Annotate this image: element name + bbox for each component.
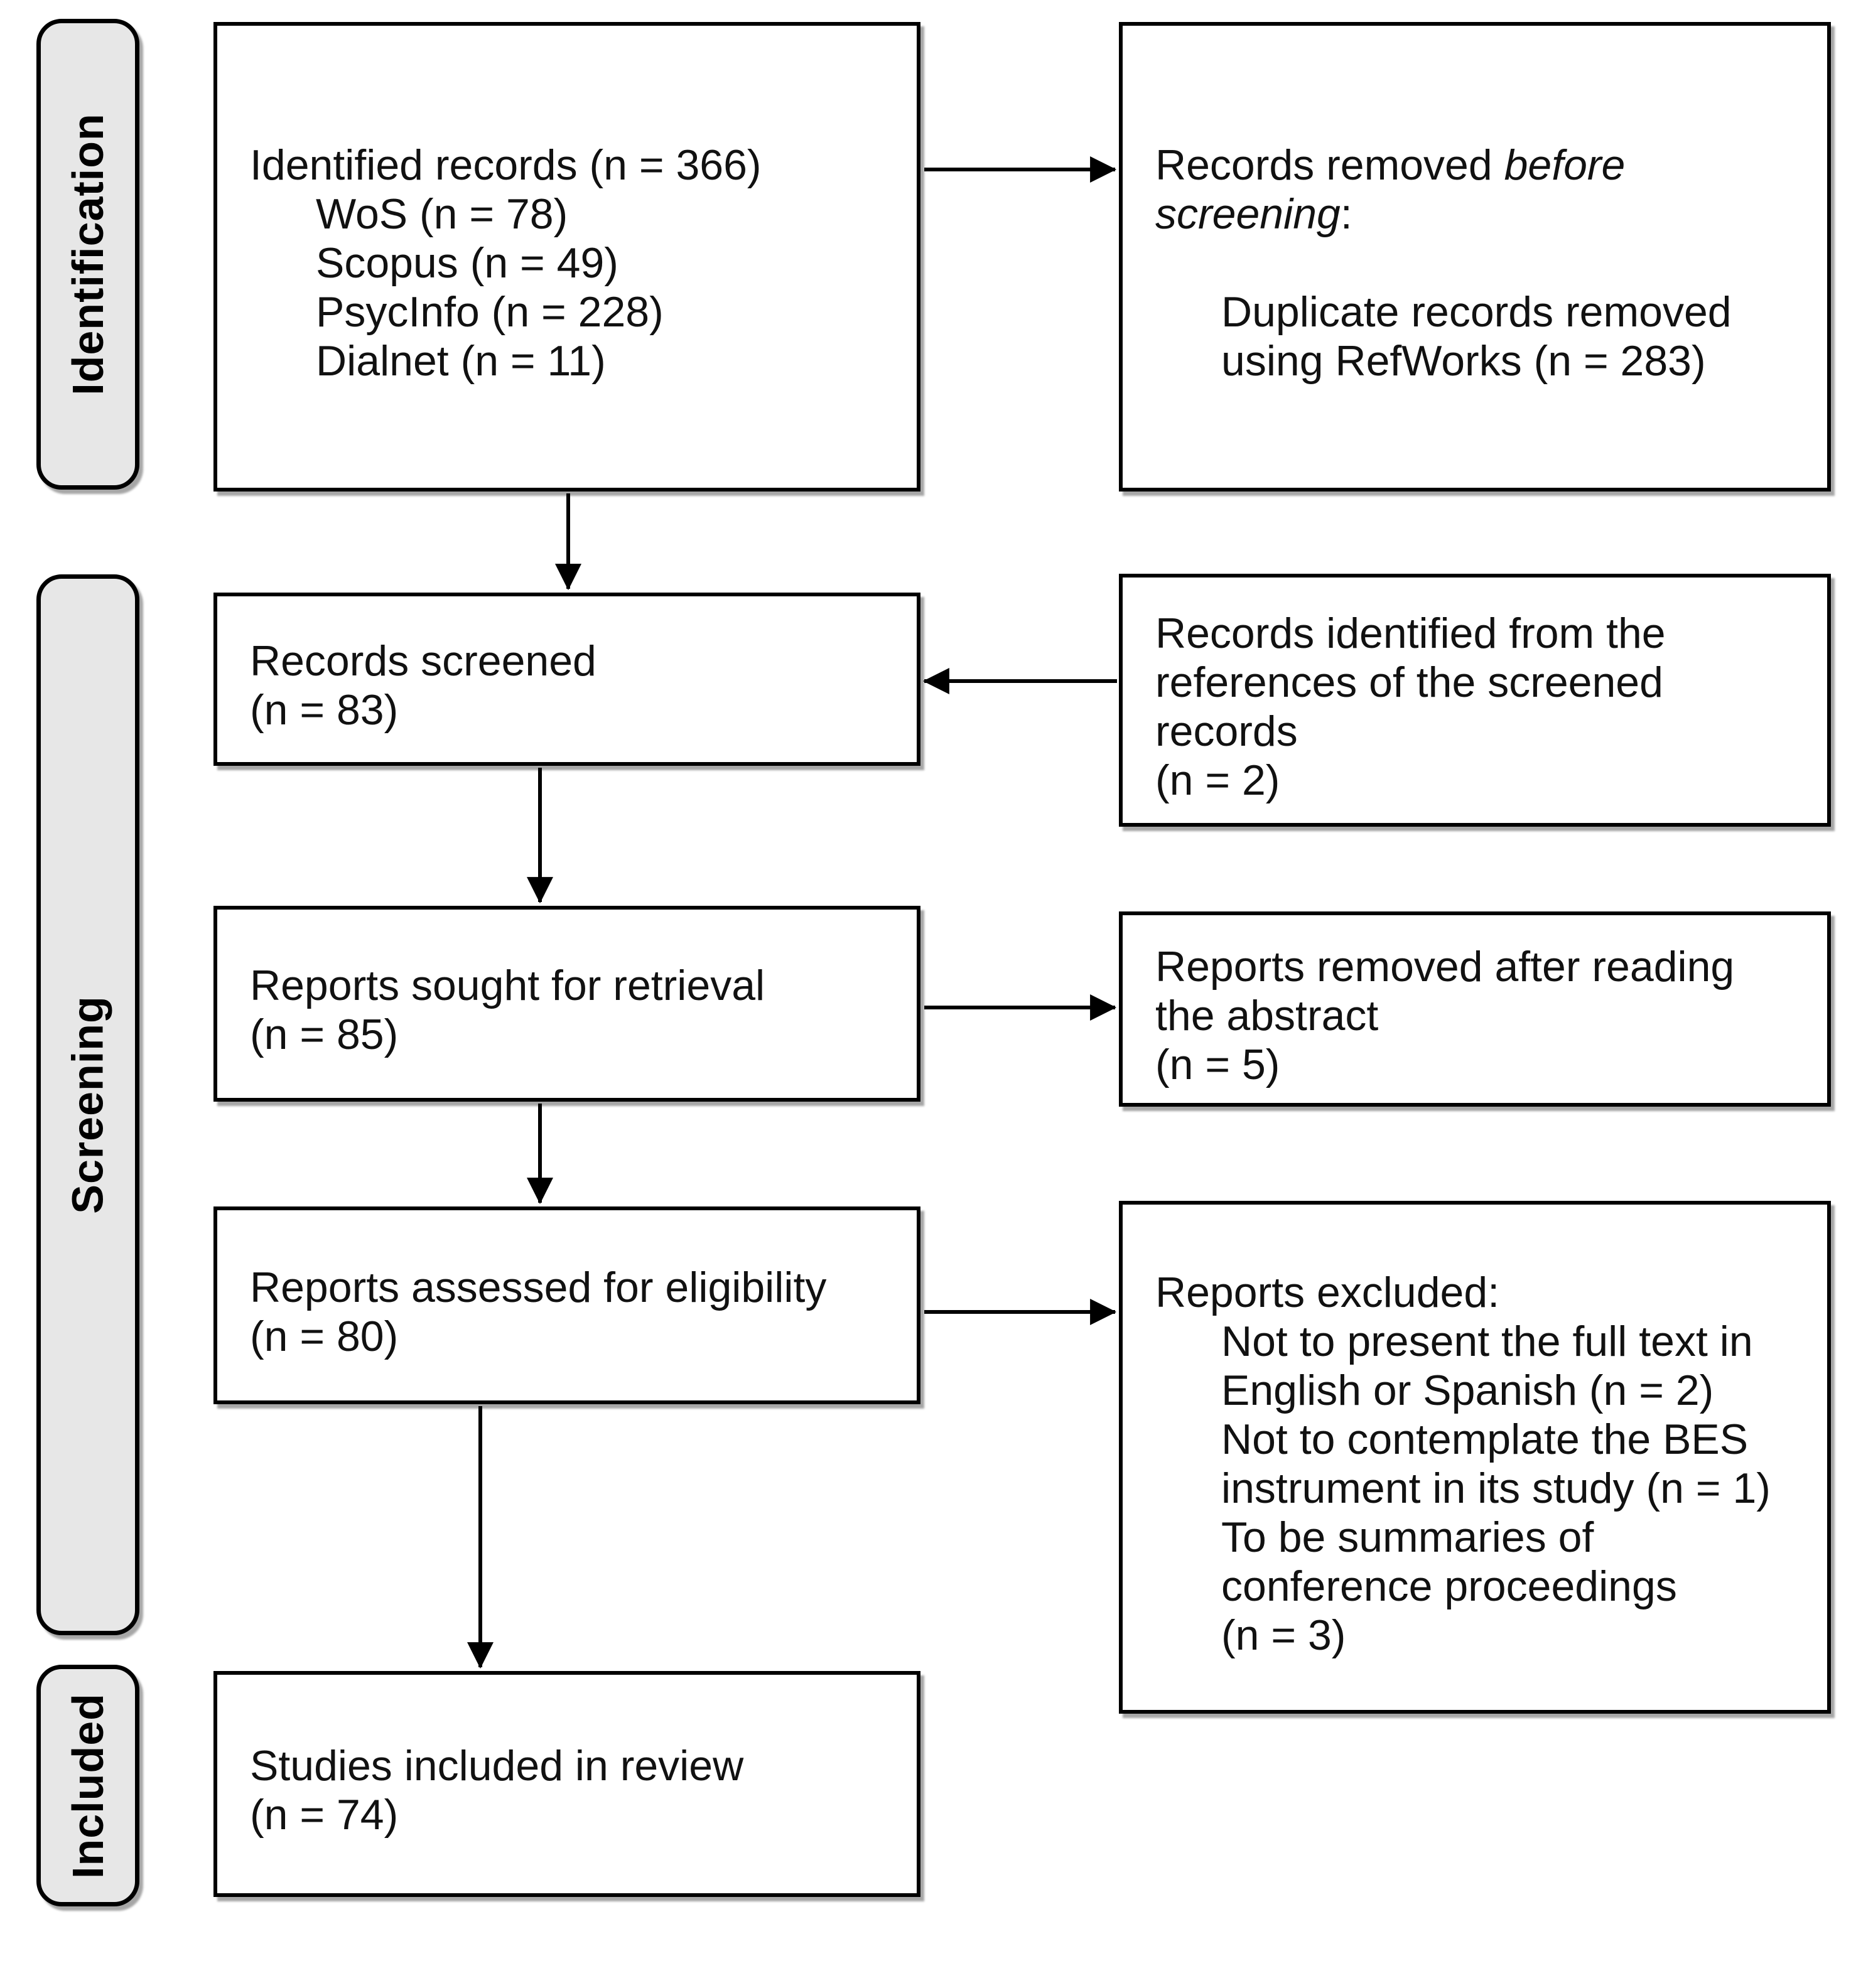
box-text-line: Reports assessed for eligibility xyxy=(250,1263,899,1312)
box-text-line: Not to contemplate the BES xyxy=(1155,1415,1810,1464)
text-segment: (n = 5) xyxy=(1155,1040,1280,1088)
box-text-line: references of the screened xyxy=(1155,658,1810,707)
text-segment: Records screened xyxy=(250,637,596,685)
box-text-line: To be summaries of xyxy=(1155,1513,1810,1562)
text-segment: Identified records (n = 366) xyxy=(250,141,762,189)
box-text-line xyxy=(1155,239,1810,287)
text-segment: Scopus (n = 49) xyxy=(316,239,618,287)
text-segment: WoS (n = 78) xyxy=(316,190,568,238)
box-text-line: Records screened xyxy=(250,637,899,685)
text-segment: : xyxy=(1340,190,1352,238)
text-segment: using RefWorks (n = 283) xyxy=(1221,337,1706,385)
text-segment: records xyxy=(1155,707,1298,755)
box-text-line: (n = 2) xyxy=(1155,756,1810,805)
italic-text-segment: before xyxy=(1504,141,1626,189)
box-text-line: Reports excluded: xyxy=(1155,1268,1810,1317)
stage-label-included: Included xyxy=(36,1665,139,1906)
text-segment: English or Spanish (n = 2) xyxy=(1221,1366,1714,1414)
box-text-line: Not to present the full text in xyxy=(1155,1317,1810,1366)
stage-label-included-text: Included xyxy=(63,1692,113,1879)
box-text-line: Records removed before xyxy=(1155,141,1810,190)
box-text-line: Studies included in review xyxy=(250,1741,899,1790)
box-records-screened: Records screened(n = 83) xyxy=(213,593,920,766)
box-text-line: Reports sought for retrieval xyxy=(250,961,899,1010)
text-segment: (n = 74) xyxy=(250,1791,399,1839)
text-segment: Dialnet (n = 11) xyxy=(316,337,606,385)
box-text-line: conference proceedings xyxy=(1155,1562,1810,1611)
text-segment: instrument in its study (n = 1) xyxy=(1221,1464,1771,1512)
text-segment: Not to present the full text in xyxy=(1221,1317,1753,1365)
box-text-line: using RefWorks (n = 283) xyxy=(1155,336,1810,385)
box-text-line: Identified records (n = 366) xyxy=(250,141,899,190)
box-text-line: (n = 83) xyxy=(250,685,899,734)
text-segment: (n = 83) xyxy=(250,686,399,734)
box-text-line: Scopus (n = 49) xyxy=(250,239,899,287)
box-text-line: (n = 74) xyxy=(250,1790,899,1839)
box-text-line: Dialnet (n = 11) xyxy=(250,336,899,385)
text-segment: To be summaries of xyxy=(1221,1513,1594,1561)
text-segment: Reports assessed for eligibility xyxy=(250,1263,827,1311)
stage-label-identification-text: Identification xyxy=(63,113,112,395)
box-identified-records: Identified records (n = 366)WoS (n = 78)… xyxy=(213,22,920,492)
text-segment: the abstract xyxy=(1155,991,1379,1040)
box-text-line: Records identified from the xyxy=(1155,609,1810,658)
text-segment: Reports excluded: xyxy=(1155,1268,1500,1316)
box-text-line: (n = 3) xyxy=(1155,1611,1810,1660)
text-segment: (n = 3) xyxy=(1221,1611,1346,1659)
text-segment: (n = 2) xyxy=(1155,756,1280,804)
box-text-line: WoS (n = 78) xyxy=(250,190,899,239)
text-segment: Reports removed after reading xyxy=(1155,942,1735,991)
box-text-line: the abstract xyxy=(1155,991,1810,1040)
text-segment: Reports sought for retrieval xyxy=(250,962,765,1009)
box-text-line: records xyxy=(1155,707,1810,756)
box-reports-assessed-for-eligibility: Reports assessed for eligibility(n = 80) xyxy=(213,1206,920,1404)
box-reports-excluded: Reports excluded:Not to present the full… xyxy=(1119,1201,1831,1714)
text-segment: PsycInfo (n = 228) xyxy=(316,288,664,336)
box-text-line: (n = 5) xyxy=(1155,1040,1810,1089)
box-text-line: instrument in its study (n = 1) xyxy=(1155,1464,1810,1513)
text-segment: Records identified from the xyxy=(1155,609,1666,657)
text-segment: conference proceedings xyxy=(1221,1562,1677,1610)
stage-label-identification: Identification xyxy=(36,19,139,490)
italic-text-segment: screening xyxy=(1155,190,1341,238)
text-segment: Records removed xyxy=(1155,141,1504,189)
box-text-line: PsycInfo (n = 228) xyxy=(250,287,899,336)
text-segment: Studies included in review xyxy=(250,1742,744,1790)
box-text-line: English or Spanish (n = 2) xyxy=(1155,1366,1810,1415)
box-reports-sought-for-retrieval: Reports sought for retrieval(n = 85) xyxy=(213,906,920,1102)
stage-label-screening-text: Screening xyxy=(63,996,113,1214)
text-segment: Duplicate records removed xyxy=(1221,288,1732,336)
text-segment: (n = 80) xyxy=(250,1312,399,1360)
stage-label-screening: Screening xyxy=(36,574,139,1635)
box-text-line: Duplicate records removed xyxy=(1155,287,1810,336)
box-text-line: (n = 80) xyxy=(250,1312,899,1361)
text-segment: references of the screened xyxy=(1155,658,1663,706)
box-text-line: Reports removed after reading xyxy=(1155,942,1810,991)
text-segment: Not to contemplate the BES xyxy=(1221,1415,1749,1463)
box-studies-included-in-review: Studies included in review(n = 74) xyxy=(213,1671,920,1897)
box-text-line: screening: xyxy=(1155,190,1810,239)
text-segment: (n = 85) xyxy=(250,1011,399,1058)
box-text-line: (n = 85) xyxy=(250,1010,899,1059)
